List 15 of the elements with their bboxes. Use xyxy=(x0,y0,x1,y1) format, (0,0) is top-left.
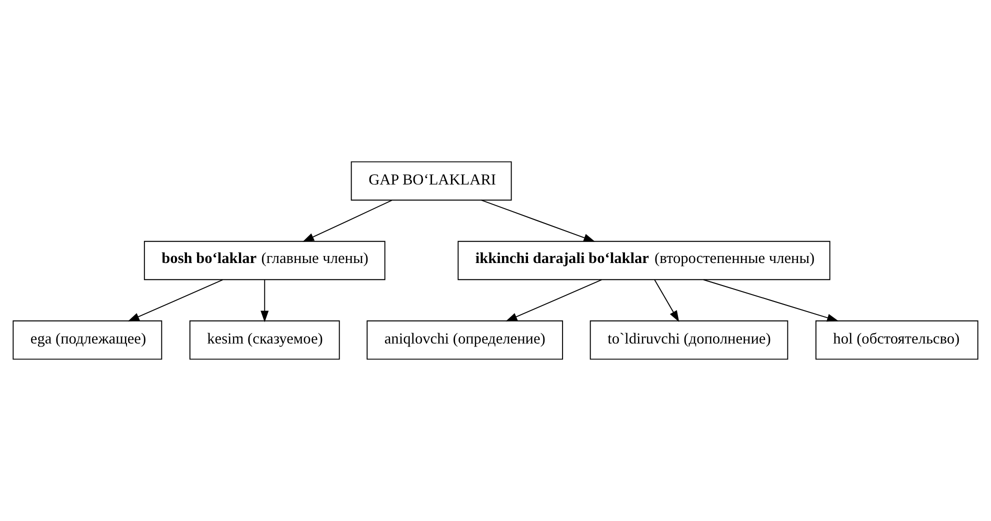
arrow xyxy=(703,279,839,322)
node-box: ega (подлежащее) xyxy=(12,320,162,360)
arrow xyxy=(506,279,602,322)
node-box: to`ldiruvchi (дополнение) xyxy=(590,320,788,360)
arrow xyxy=(480,200,596,242)
node-box: aniqlovchi (определение) xyxy=(366,320,564,360)
arrow xyxy=(302,200,392,242)
arrow xyxy=(260,279,269,322)
arrow xyxy=(654,279,680,322)
node-box: kesim (сказуемое) xyxy=(189,320,340,360)
node-box: bosh bo‘laklar (главные члены) xyxy=(144,240,386,280)
node-box: GAP BO‘LAKLARI xyxy=(350,161,512,201)
node-box: hol (обстоятельсво) xyxy=(815,320,978,360)
arrow xyxy=(128,279,224,322)
node-box: ikkinchi darajali bo‘laklar (второстепенные члены) xyxy=(458,240,830,280)
